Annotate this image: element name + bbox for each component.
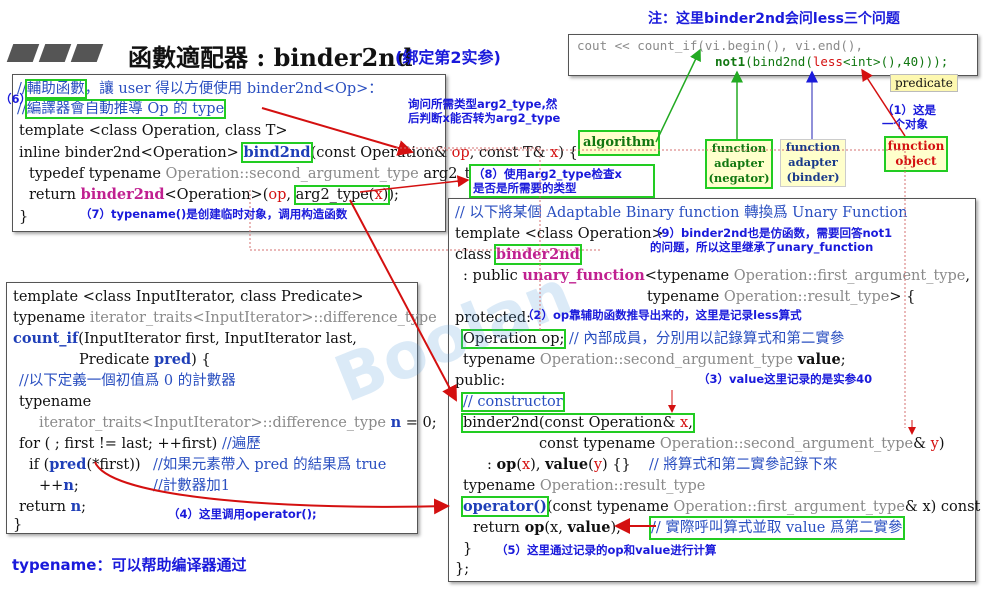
binder-line-16-comment: // 實際呼叫算式並取 value 爲第二實參 [649,516,905,540]
countif-line-4: Predicate pred) { [79,351,211,368]
binder-line-7: Operation op; // 內部成員，分別用以記錄算式和第二實參 [460,329,845,349]
arrow-function-object [861,68,906,137]
note-9: （9）binder2nd也是仿函数，需要回答not1 的问题，所以这里继承了un… [650,226,893,254]
countif-line-3: count_if(InputIterator first, InputItera… [13,330,357,347]
binder-line-4: : public unary_function<typename Operati… [463,267,970,284]
countif-line-1: template <class InputIterator, class Pre… [13,289,364,305]
helper-line-7: } [19,209,29,225]
adapter-negator-label: function adapter (negator) [705,139,773,189]
countif-line-10: ++n; [39,477,79,494]
note-1: （1）这是 一个对象 [882,103,937,131]
countif-line-6: typename [19,394,92,410]
helper-line-6: return binder2nd<Operation>(op, arg2_typ… [29,185,399,205]
binder-line-18: }; [455,561,470,577]
binder-line-15: operator()(const typename Operation::fir… [461,496,983,517]
helper-line-5: typedef typename Operation::second_argum… [29,166,502,182]
note-5: （5）这里通过记录的op和value进行计算 [496,543,717,557]
note-6: （6） [0,92,32,106]
note-4: （4）这里调用operator(); [168,507,317,521]
binder-line-5: typename Operation::result_type> { [647,289,916,305]
binder-line-14: typename Operation::result_type [463,478,706,494]
binder-line-6: protected: [455,310,532,326]
binder-line-11: binder2nd(const Operation& x, [461,413,695,433]
bind2nd-helper-box: //輔助函數，讓 user 得以方便使用 binder2nd<Op>： //編譯… [12,74,578,232]
helper-line-4: inline binder2nd<Operation> bind2nd(cons… [19,142,578,163]
binder-line-17: } [463,541,473,557]
arrow-arg2-to-note8 [359,175,470,193]
usage-line-2: not1(bind2nd(less<int>(),40))); [715,54,949,69]
binder-line-10: // constructor [461,392,565,412]
countif-line-8: for ( ; first != last; ++first) //遍歷 [19,436,261,452]
helper-line-2: //編譯器會自動推導 Op 的 type [17,99,227,119]
usage-code-box: cout << count_if(vi.begin(), vi.end(), n… [568,34,978,76]
guide-op [396,147,541,330]
usage-line-1: cout << count_if(vi.begin(), vi.end(), [577,38,863,53]
helper-line-3: template <class Operation, class T> [19,123,288,139]
note-3: （3）value这里记录的是实参40 [698,372,873,386]
note-arg2-type: 询问所需类型arg2_type,然 后判断x能否转为arg2_type [408,97,561,125]
arrow-type-to-bind2nd [261,107,414,156]
note-7: （7）typename()是创建临时对象，调用构造函数 [80,207,348,221]
binder-line-12: const typename Operation::second_argumen… [539,436,945,452]
page-subtitle: (绑定第2实参) [395,48,501,67]
predicate-label: predicate [890,74,958,92]
countif-line-7: iterator_traits<InputIterator>::differen… [39,414,437,431]
countif-line-12: } [13,517,23,533]
function-object-label: function object [884,136,948,172]
countif-line-10-comment: //計數器加1 [153,478,230,494]
count-if-box: template <class InputIterator, class Pre… [6,282,437,534]
algorithm-label: algorithm [578,130,660,156]
note-8-box: （8）使用arg2_type检查x 是否是所需要的类型 [469,164,655,198]
top-note: 注：这里binder2nd会问less三个问题 [648,11,900,27]
arrow-pred-to-operator [94,461,450,515]
binder-line-16: return op(x, value); [473,519,622,536]
binder-line-8: typename Operation::second_argument_type… [463,351,846,368]
adapter-binder-label: function adapter (binder) [780,139,846,187]
countif-line-9-comment: //如果元素帶入 pred 的結果爲 true [153,457,387,473]
guide-constructor [249,190,600,251]
binder-line-9: public: [455,373,506,389]
binder-line-1: // 以下將某個 Adaptable Binary function 轉換爲 U… [455,205,908,221]
arrow-helper-to-class [349,199,457,402]
bottom-note: typename：可以帮助编译器通过 [12,556,247,574]
arrow-algorithm [655,48,701,143]
countif-line-11: return n; [19,498,86,515]
binder-line-13-comment: // 將算式和第二實參記錄下來 [649,457,838,473]
binder-line-13: : op(x), value(y) {} [487,456,631,473]
binder-line-2: template <class Operation> [455,226,664,242]
binder2nd-class-box: // 以下將某個 Adaptable Binary function 轉換爲 U… [448,198,983,582]
page-title: 函數適配器 : binder2nd [128,43,413,72]
countif-line-5: //以下定義一個初值爲 0 的計數器 [19,373,236,389]
guide-x [430,149,906,428]
countif-line-2: typename iterator_traits<InputIterator>:… [13,310,437,326]
note-2: （2）op靠辅助函数推导出来的，这里是记录less算式 [522,308,802,322]
helper-line-1: //輔助函數，讓 user 得以方便使用 binder2nd<Op>： [17,79,383,99]
